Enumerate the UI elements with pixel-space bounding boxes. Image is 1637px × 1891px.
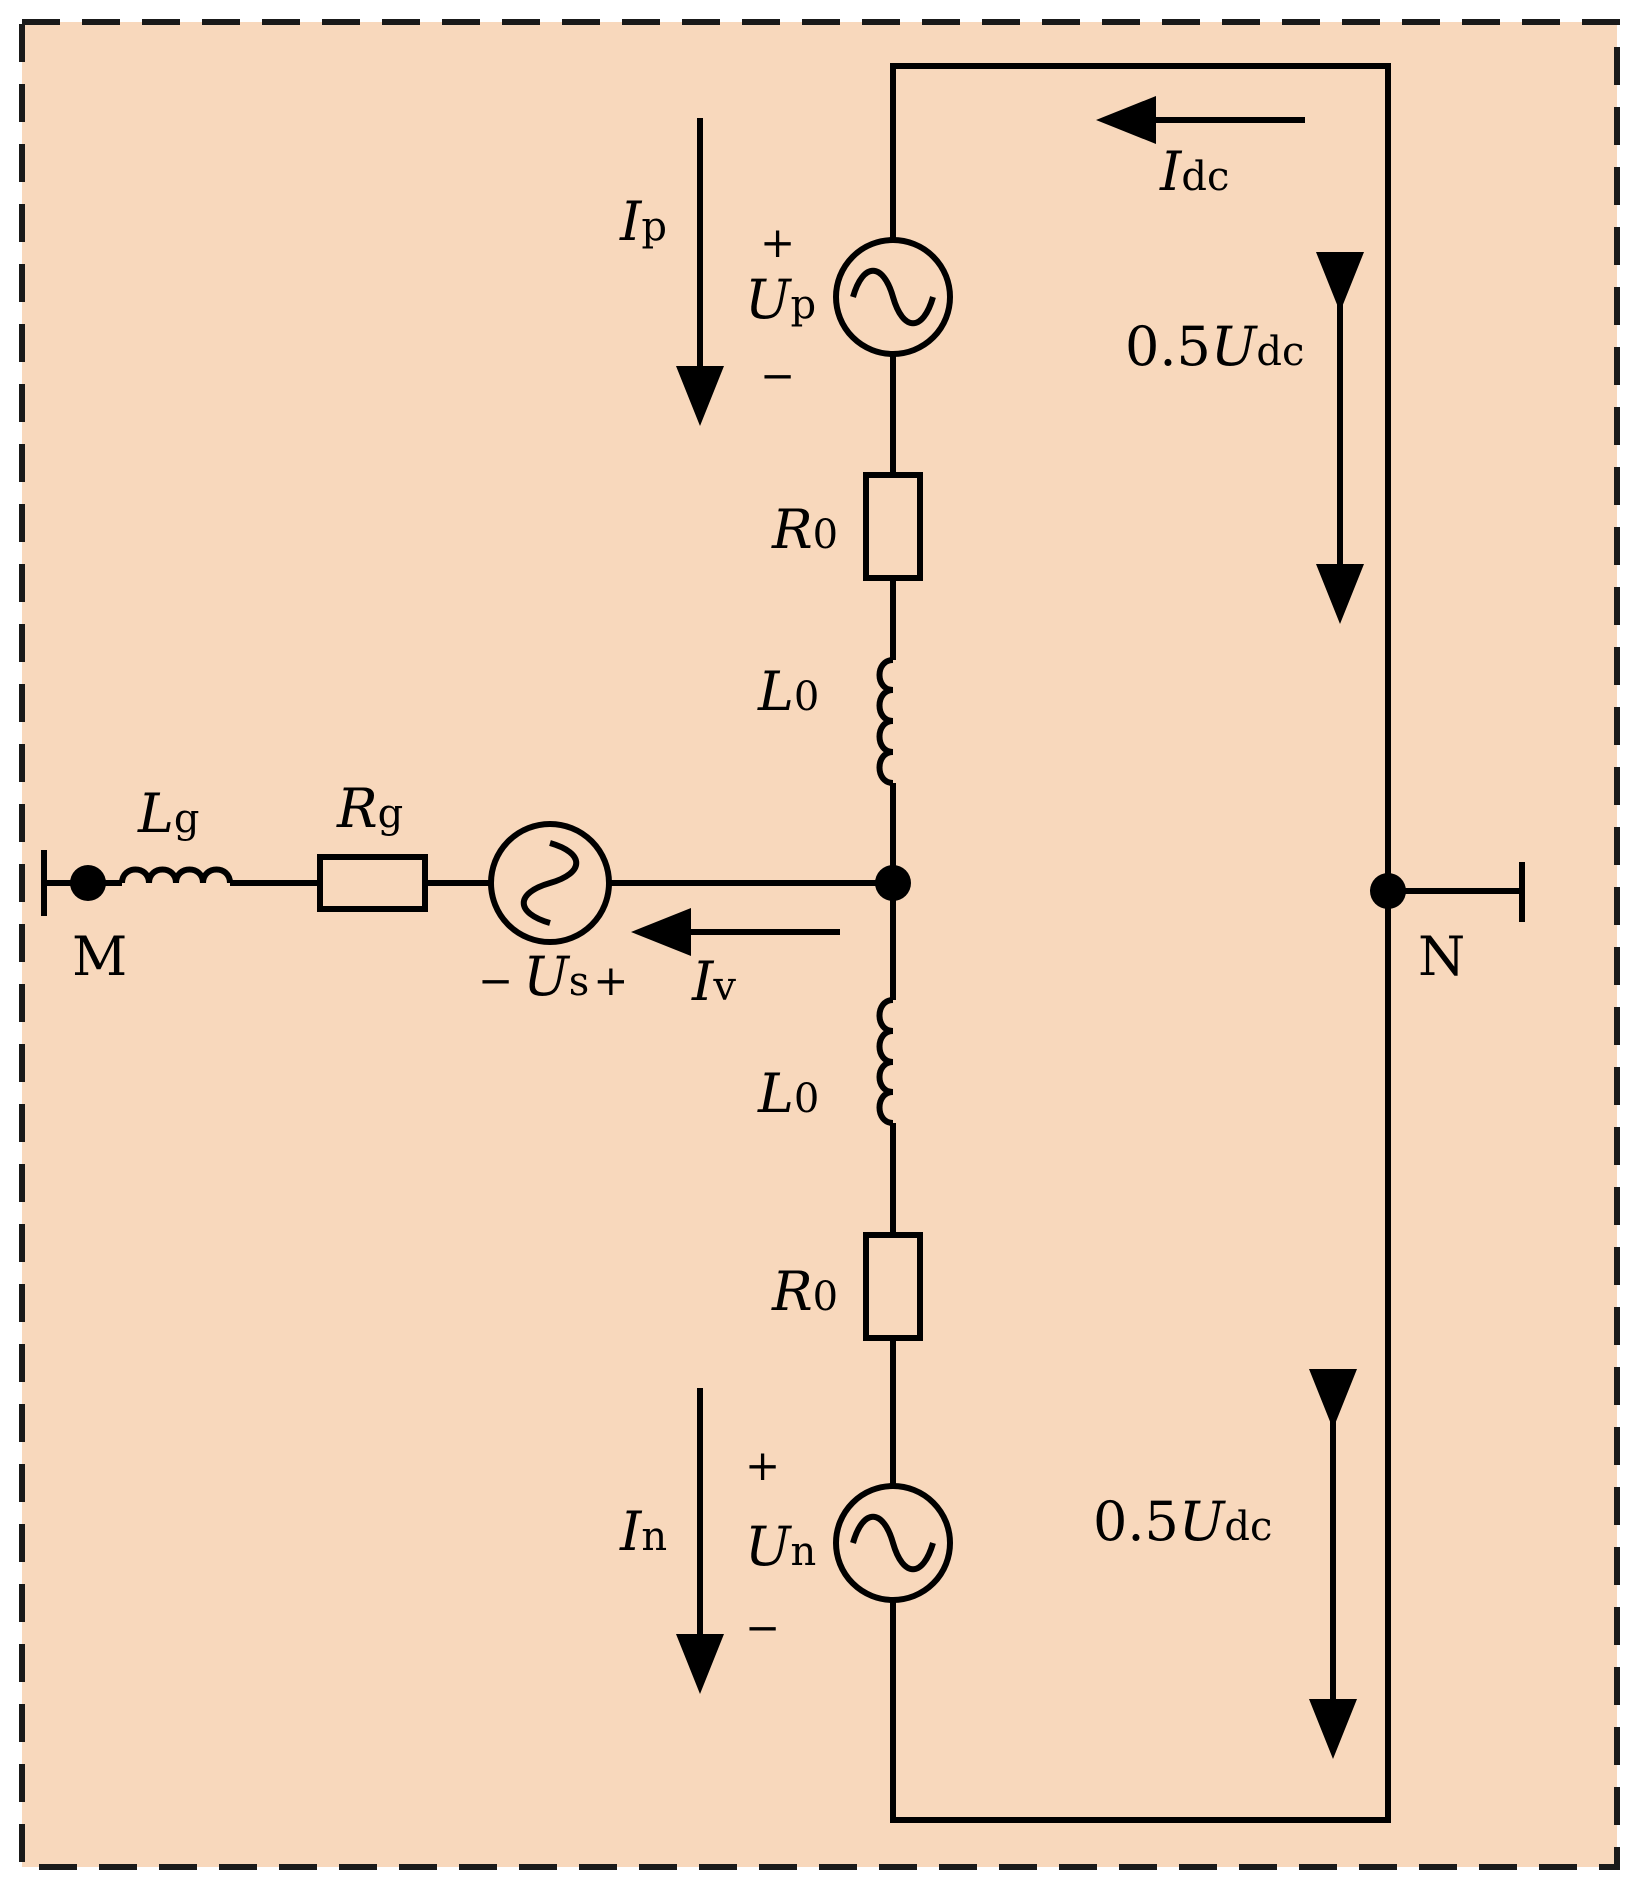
label-up: Up [745, 268, 816, 331]
label-un-plus: + [745, 1441, 780, 1490]
label-ip: Ip [619, 190, 667, 253]
label-un-minus: − [745, 1603, 780, 1652]
label-r0-bottom: R0 [771, 1260, 838, 1323]
node-center [875, 865, 911, 901]
label-l0-top: L0 [757, 660, 819, 723]
label-lg: Lg [137, 782, 199, 845]
ac-source-un [833, 1483, 953, 1603]
ac-source-us [488, 821, 612, 945]
label-up-plus: + [760, 218, 795, 267]
resistor-rg [317, 854, 428, 912]
label-r0-top: R0 [771, 498, 838, 561]
label-udc-bottom: 0.5Udc [1093, 1490, 1272, 1553]
inductor-l0-bottom [876, 997, 894, 1126]
label-up-minus: − [760, 351, 795, 400]
label-idc: Idc [1159, 140, 1229, 203]
background-panel [22, 22, 1617, 1867]
ac-source-up [833, 237, 953, 357]
label-iv: Iv [691, 950, 736, 1013]
label-us: −Us+ [478, 945, 628, 1008]
node-n [1370, 873, 1406, 909]
label-rg: Rg [336, 777, 403, 840]
resistor-r0-bottom [863, 1232, 923, 1341]
label-udc-top: 0.5Udc [1125, 315, 1304, 378]
label-m: M [72, 925, 127, 988]
node-m [70, 865, 106, 901]
resistor-r0-top [863, 472, 923, 581]
label-l0-bottom: L0 [757, 1062, 819, 1125]
inductor-lg [119, 866, 233, 884]
inductor-l0-top [876, 657, 894, 786]
label-un: Un [745, 1515, 816, 1578]
label-n: N [1418, 925, 1465, 988]
dashed-frame [19, 19, 1620, 1870]
label-in: In [619, 1500, 667, 1563]
